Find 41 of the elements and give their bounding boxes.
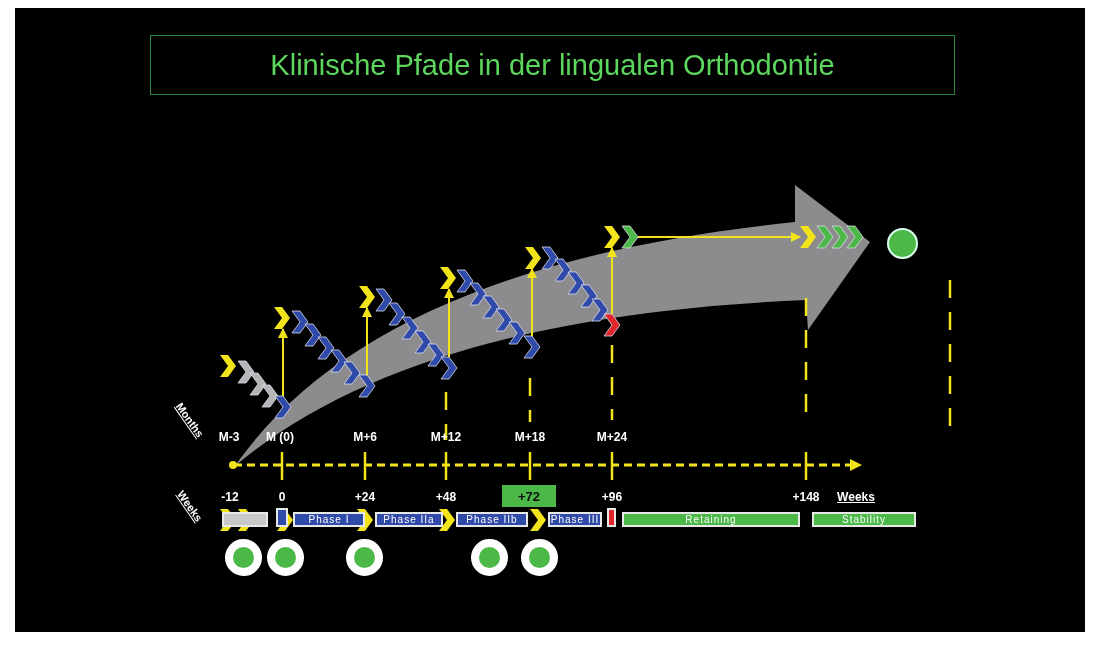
chevron-icon	[441, 357, 457, 379]
chevron-icon	[800, 226, 816, 248]
chevron-icon	[525, 247, 541, 269]
phase-bar: Stability	[812, 512, 916, 527]
tick-label: M+6	[353, 430, 377, 444]
tick-label: M+12	[430, 430, 462, 444]
arrow	[607, 247, 617, 315]
chevron-icon	[524, 336, 540, 358]
phase-bar: Retaining	[622, 512, 800, 527]
axis-label: Weeks	[837, 490, 875, 504]
chevron-icon	[359, 286, 375, 308]
phase-bar: Phase IIb	[456, 512, 528, 527]
tick-label: M-3	[218, 430, 240, 444]
week-marker: +72	[502, 485, 556, 507]
tick-label: M+18	[514, 430, 546, 444]
chevron-icon	[604, 314, 620, 336]
phase-bar	[222, 512, 268, 527]
phase-bar	[607, 508, 616, 527]
title: Klinische Pfade in der lingualen Orthodontie	[150, 35, 955, 95]
tick-label: +48	[435, 490, 457, 504]
tick-label: M+24	[596, 430, 628, 444]
chevron-icon	[275, 396, 291, 418]
arrow	[278, 328, 288, 397]
chevron-icon	[604, 226, 620, 248]
arrow	[444, 288, 454, 358]
chevron-icon	[622, 226, 638, 248]
phase-bar: Phase III	[548, 512, 602, 527]
chevron-icon	[359, 375, 375, 397]
phase-bar	[276, 508, 288, 527]
tick-label: +96	[601, 490, 623, 504]
phase-bar: Phase IIa	[375, 512, 443, 527]
arrow	[637, 232, 801, 242]
tick-label: +24	[354, 490, 376, 504]
phase-bar: Phase I	[293, 512, 365, 527]
tick-label: -12	[221, 490, 239, 504]
tick-label: 0	[278, 490, 286, 504]
chevron-icon	[274, 307, 290, 329]
arrow	[362, 307, 372, 376]
chevron-icon	[440, 267, 456, 289]
arrow	[527, 268, 537, 337]
tick-label: +148	[792, 490, 820, 504]
